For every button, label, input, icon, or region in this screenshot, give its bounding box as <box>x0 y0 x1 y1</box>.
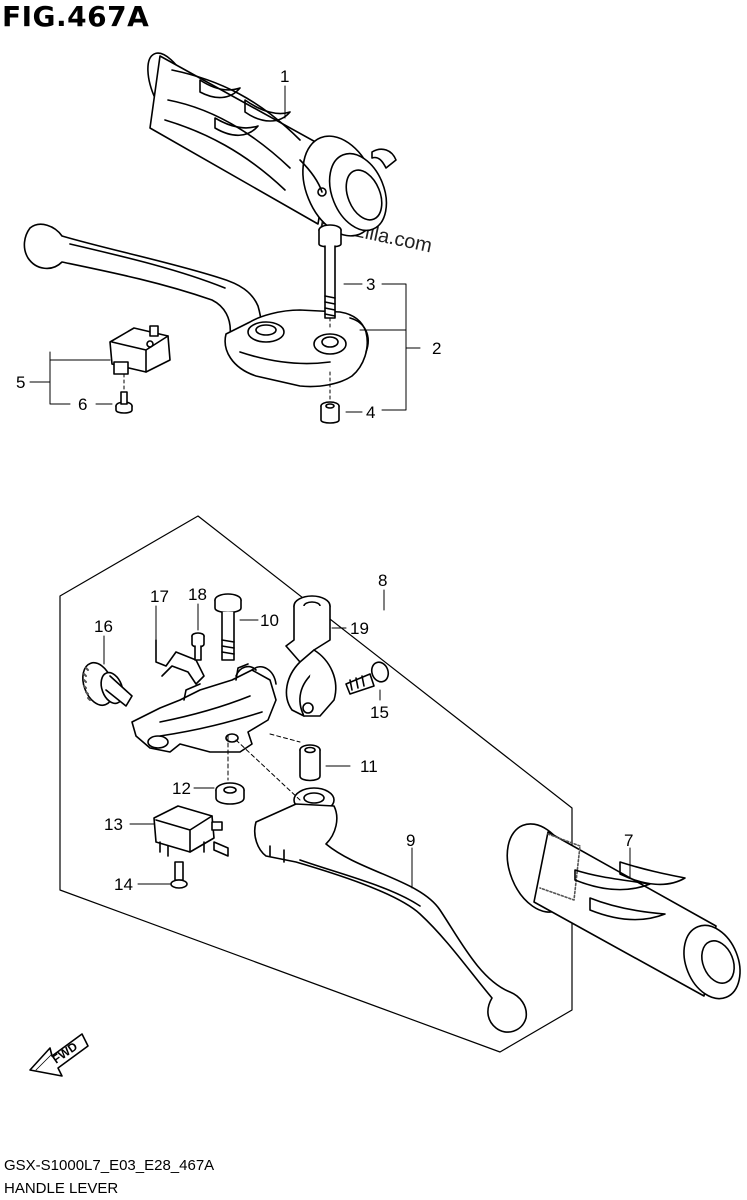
callout-12: 12 <box>172 779 191 798</box>
callout-7: 7 <box>624 831 633 850</box>
left-grip <box>506 823 741 1000</box>
adjuster-knob <box>82 661 133 707</box>
nut-lower <box>215 782 245 805</box>
clutch-switch <box>153 805 229 857</box>
callout-8: 8 <box>378 571 387 590</box>
assembly-outline <box>59 515 573 1053</box>
callout-14: 14 <box>114 875 133 894</box>
clutch-bracket <box>131 663 277 753</box>
clutch-lever <box>253 787 528 1033</box>
callout-16: 16 <box>94 617 113 636</box>
callout-6: 6 <box>78 395 87 414</box>
pivot-bolt-upper <box>318 224 342 319</box>
clamp-bolt <box>345 661 390 695</box>
callout-9: 9 <box>406 831 415 850</box>
figure-name: HANDLE LEVER <box>4 1180 119 1197</box>
callout-2: 2 <box>432 339 441 358</box>
figure-title: FIG.467A <box>2 0 150 33</box>
brake-lever-upper <box>23 223 369 388</box>
callout-10: 10 <box>260 611 279 630</box>
figure-code: GSX-S1000L7_E03_E28_467A <box>4 1157 215 1174</box>
callout-5: 5 <box>16 373 25 392</box>
callout-13: 13 <box>104 815 123 834</box>
holder-clamp <box>285 595 337 717</box>
bracket-clip <box>155 639 205 685</box>
fwd-arrow <box>29 1033 89 1077</box>
screw-18 <box>191 632 205 661</box>
screw-6 <box>115 391 133 414</box>
callout-18: 18 <box>188 585 207 604</box>
throttle-grip <box>147 52 397 237</box>
screw-14 <box>170 861 188 889</box>
callout-4: 4 <box>366 403 375 422</box>
callout-15: 15 <box>370 703 389 722</box>
callout-11: 11 <box>360 757 378 776</box>
nut-upper <box>320 401 340 424</box>
pivot-bolt-lower <box>214 593 242 661</box>
brake-switch <box>109 325 171 375</box>
callout-1: 1 <box>280 67 289 86</box>
callout-3: 3 <box>366 275 375 294</box>
leader-lines <box>29 85 631 889</box>
collar <box>299 744 321 782</box>
callout-19: 19 <box>350 619 369 638</box>
callout-17: 17 <box>150 587 169 606</box>
